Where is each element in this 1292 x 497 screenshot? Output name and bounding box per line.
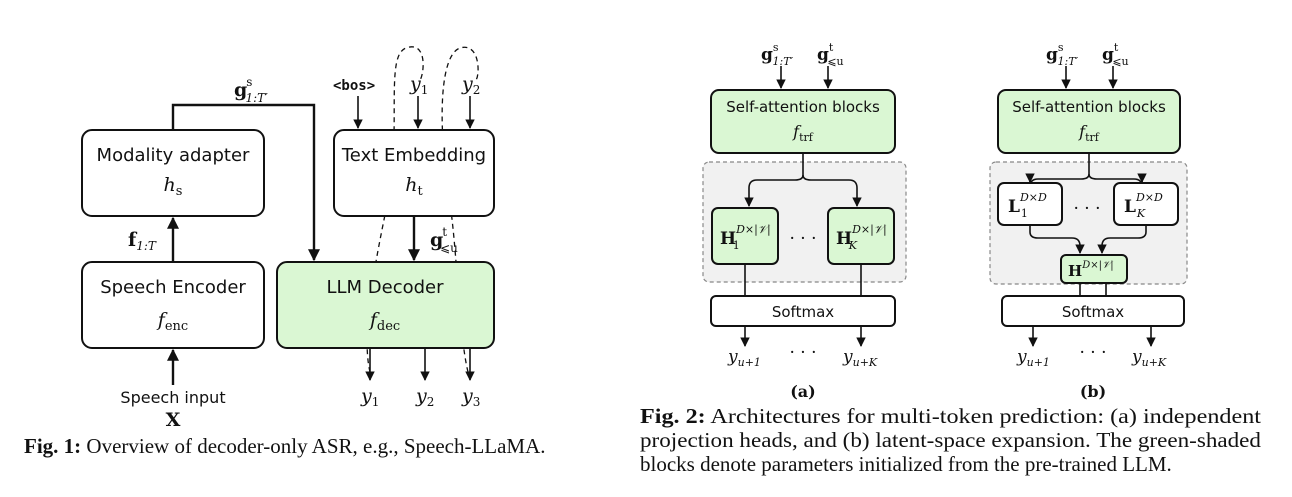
text-embedding-box	[333, 129, 495, 217]
y3-output: y3	[461, 385, 480, 409]
f-feature-label: f1:T	[128, 229, 157, 253]
modality-adapter-symbol: hs	[164, 174, 183, 199]
y1-input: y1	[409, 73, 428, 97]
fig2a-g-text: gt⩽u	[817, 41, 844, 68]
fig2b-self-attention-title: Self-attention blocks	[1012, 98, 1166, 116]
fig2a-self-attention-title: Self-attention blocks	[726, 98, 880, 116]
fig2b-y-last: yu+K	[1131, 347, 1167, 369]
fig2-caption-line-2: projection heads, and (b) latent-space e…	[640, 428, 1262, 452]
fig2a-softmax-box	[710, 295, 896, 327]
text-embedding-symbol: ht	[405, 174, 423, 199]
fig2b-softmax-label: Softmax	[1062, 303, 1124, 321]
fig2b-label: (b)	[1080, 382, 1106, 401]
y1-output: y1	[360, 385, 379, 409]
fig2a-label: (a)	[790, 382, 816, 401]
speech-encoder-title: Speech Encoder	[100, 277, 246, 298]
fig1-caption: Fig. 1: Overview of decoder-only ASR, e.…	[24, 434, 546, 458]
speech-input-label: Speech input	[120, 388, 225, 407]
fig2a-out-dots: · · ·	[789, 343, 816, 363]
fig2b-softmax-box	[1001, 295, 1185, 327]
modality-adapter-title: Modality adapter	[97, 145, 250, 166]
fig2a-split-arrow-right	[802, 174, 862, 207]
llm-decoder-symbol: fdec	[368, 309, 400, 334]
fig2b-out-dots: · · ·	[1079, 343, 1106, 363]
speech-encoder-box	[81, 261, 265, 349]
fig2a-head-last: HD×|𝒱|K	[836, 223, 887, 252]
arrow-adapter-to-decoder	[171, 103, 320, 262]
fig2a-softmax-label: Softmax	[772, 303, 834, 321]
fig2a-self-attention-symbol: ftrf	[792, 122, 814, 144]
g-text-label: gt⩽u	[430, 225, 458, 255]
feedback-loop-y1	[366, 46, 424, 373]
llm-decoder-box	[276, 261, 495, 349]
fig2a-y-first: yu+1	[727, 347, 761, 369]
modality-adapter-box	[81, 129, 265, 217]
y2-output: y2	[415, 385, 434, 409]
fig2b-head: HD×|𝒱|	[1068, 260, 1114, 280]
fig2b-merge-right	[1097, 225, 1147, 254]
fig2a-head-first: HD×|𝒱|1	[720, 223, 771, 252]
fig2-caption: Fig. 2: Architectures for multi-token pr…	[640, 404, 1262, 476]
fig2b-y-first: yu+1	[1016, 347, 1050, 369]
fig1-diagram: Modality adapter hs Text Embedding ht Sp…	[24, 46, 546, 458]
llm-decoder-title: LLM Decoder	[326, 277, 444, 298]
fig2b-g-text: gt⩽u	[1102, 41, 1129, 68]
fig2b-merge-left	[1029, 225, 1085, 254]
fig2b-latent-dots: · · ·	[1073, 199, 1100, 219]
y2-input: y2	[461, 73, 480, 97]
fig2a-y-last: yu+K	[842, 347, 878, 369]
fig2b-head-box	[1060, 254, 1128, 284]
fig2-caption-line-1: Fig. 2: Architectures for multi-token pr…	[640, 404, 1261, 428]
fig2-caption-line-3: blocks denote parameters initialized fro…	[640, 452, 1172, 476]
x-input-symbol: X	[166, 409, 181, 431]
fig2a-heads-dots: · · ·	[789, 229, 816, 249]
fig2b-self-attention-symbol: ftrf	[1078, 122, 1100, 144]
text-embedding-title: Text Embedding	[341, 145, 486, 166]
speech-encoder-symbol: fenc	[156, 309, 188, 334]
bos-token: <bos>	[333, 78, 375, 94]
